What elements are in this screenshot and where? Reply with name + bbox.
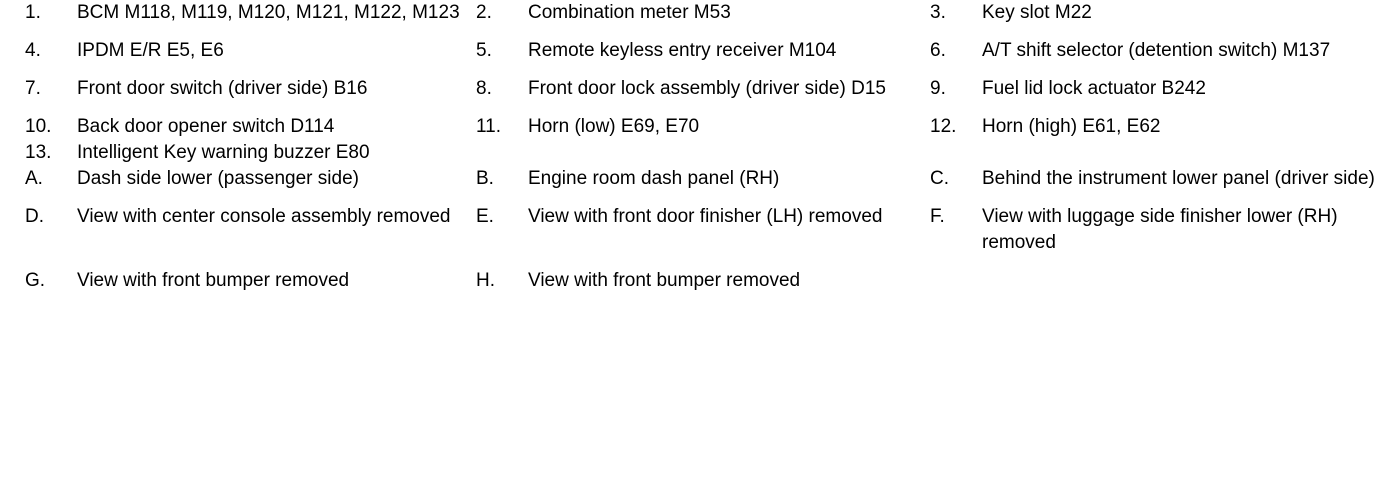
- legend-item-13: 13. Intelligent Key warning buzzer E80: [0, 140, 462, 166]
- item-marker: C.: [930, 168, 949, 189]
- item-label: Fuel lid lock actuator B242: [982, 78, 1206, 99]
- legend-item-5: 5. Remote keyless entry receiver M104: [462, 38, 917, 64]
- legend-item-9: 9. Fuel lid lock actuator B242: [917, 76, 1392, 102]
- legend-item-7: 7. Front door switch (driver side) B16: [0, 76, 462, 102]
- item-label: View with front bumper removed: [77, 270, 350, 291]
- item-label: Engine room dash panel (RH): [528, 168, 780, 189]
- legend-item-8: 8. Front door lock assembly (driver side…: [462, 76, 917, 102]
- legend-item-3: 3. Key slot M22: [917, 0, 1392, 26]
- legend-item-g: G. View with front bumper removed: [0, 268, 462, 294]
- legend-cell-empty: [917, 268, 1392, 294]
- legend-item-e: E. View with front door finisher (LH) re…: [462, 204, 917, 230]
- legend-row: 10. Back door opener switch D114 11. Hor…: [0, 114, 1392, 140]
- item-label: View with center console assembly remove…: [77, 206, 451, 227]
- item-label: Dash side lower (passenger side): [77, 168, 359, 189]
- item-label: Back door opener switch D114: [77, 116, 335, 137]
- legend-item-4: 4. IPDM E/R E5, E6: [0, 38, 462, 64]
- item-label: Key slot M22: [982, 2, 1092, 23]
- row-spacer: [0, 64, 1392, 76]
- legend-row: 1. BCM M118, M119, M120, M121, M122, M12…: [0, 0, 1392, 26]
- legend-row: 7. Front door switch (driver side) B16 8…: [0, 76, 1392, 102]
- legend-item-b: B. Engine room dash panel (RH): [462, 166, 917, 192]
- item-marker: 3.: [930, 2, 946, 23]
- legend-row: A. Dash side lower (passenger side) B. E…: [0, 166, 1392, 192]
- legend-row: D. View with center console assembly rem…: [0, 204, 1392, 256]
- item-label: View with front door finisher (LH) remov…: [528, 206, 883, 227]
- item-label: Front door switch (driver side) B16: [77, 78, 368, 99]
- item-marker: D.: [25, 206, 44, 227]
- item-label: View with luggage side finisher lower (R…: [982, 206, 1338, 253]
- legend-item-h: H. View with front bumper removed: [462, 268, 917, 294]
- item-marker: 1.: [25, 2, 41, 23]
- item-marker: 7.: [25, 78, 41, 99]
- row-spacer: [0, 26, 1392, 38]
- item-marker: A.: [25, 168, 43, 189]
- legend-item-12: 12. Horn (high) E61, E62: [917, 114, 1392, 140]
- legend-item-f: F. View with luggage side finisher lower…: [917, 204, 1392, 256]
- row-spacer: [0, 102, 1392, 114]
- item-label: A/T shift selector (detention switch) M1…: [982, 40, 1331, 61]
- item-label: Behind the instrument lower panel (drive…: [982, 168, 1375, 189]
- legend-row: 4. IPDM E/R E5, E6 5. Remote keyless ent…: [0, 38, 1392, 64]
- legend-item-6: 6. A/T shift selector (detention switch)…: [917, 38, 1392, 64]
- item-label: BCM M118, M119, M120, M121, M122, M123: [77, 2, 460, 23]
- item-label: Intelligent Key warning buzzer E80: [77, 142, 370, 163]
- item-label: Horn (low) E69, E70: [528, 116, 700, 137]
- legend-item-10: 10. Back door opener switch D114: [0, 114, 462, 140]
- legend-row: 13. Intelligent Key warning buzzer E80: [0, 140, 1392, 166]
- item-label: IPDM E/R E5, E6: [77, 40, 224, 61]
- legend-cell-empty: [917, 140, 1392, 166]
- item-label: Remote keyless entry receiver M104: [528, 40, 837, 61]
- item-marker: 10.: [25, 116, 52, 137]
- item-marker: F.: [930, 206, 945, 227]
- item-marker: 6.: [930, 40, 946, 61]
- legend-item-11: 11. Horn (low) E69, E70: [462, 114, 917, 140]
- item-marker: 4.: [25, 40, 41, 61]
- item-marker: E.: [476, 206, 494, 227]
- item-marker: 12.: [930, 116, 957, 137]
- legend-item-a: A. Dash side lower (passenger side): [0, 166, 462, 192]
- legend-cell-empty: [462, 140, 917, 166]
- legend-item-d: D. View with center console assembly rem…: [0, 204, 462, 230]
- item-marker: 9.: [930, 78, 946, 99]
- item-label: Combination meter M53: [528, 2, 731, 23]
- legend-item-c: C. Behind the instrument lower panel (dr…: [917, 166, 1392, 192]
- item-marker: 11.: [476, 116, 502, 137]
- legend-row: G. View with front bumper removed H. Vie…: [0, 268, 1392, 294]
- item-marker: G.: [25, 270, 46, 291]
- item-marker: 2.: [476, 2, 492, 23]
- item-marker: B.: [476, 168, 494, 189]
- legend-item-2: 2. Combination meter M53: [462, 0, 917, 26]
- row-spacer: [0, 256, 1392, 268]
- item-marker: H.: [476, 270, 495, 291]
- item-label: Horn (high) E61, E62: [982, 116, 1161, 137]
- item-label: Front door lock assembly (driver side) D…: [528, 78, 886, 99]
- legend-item-1: 1. BCM M118, M119, M120, M121, M122, M12…: [0, 0, 462, 26]
- row-spacer: [0, 192, 1392, 204]
- item-marker: 8.: [476, 78, 492, 99]
- item-label: View with front bumper removed: [528, 270, 801, 291]
- item-marker: 13.: [25, 142, 52, 163]
- item-marker: 5.: [476, 40, 492, 61]
